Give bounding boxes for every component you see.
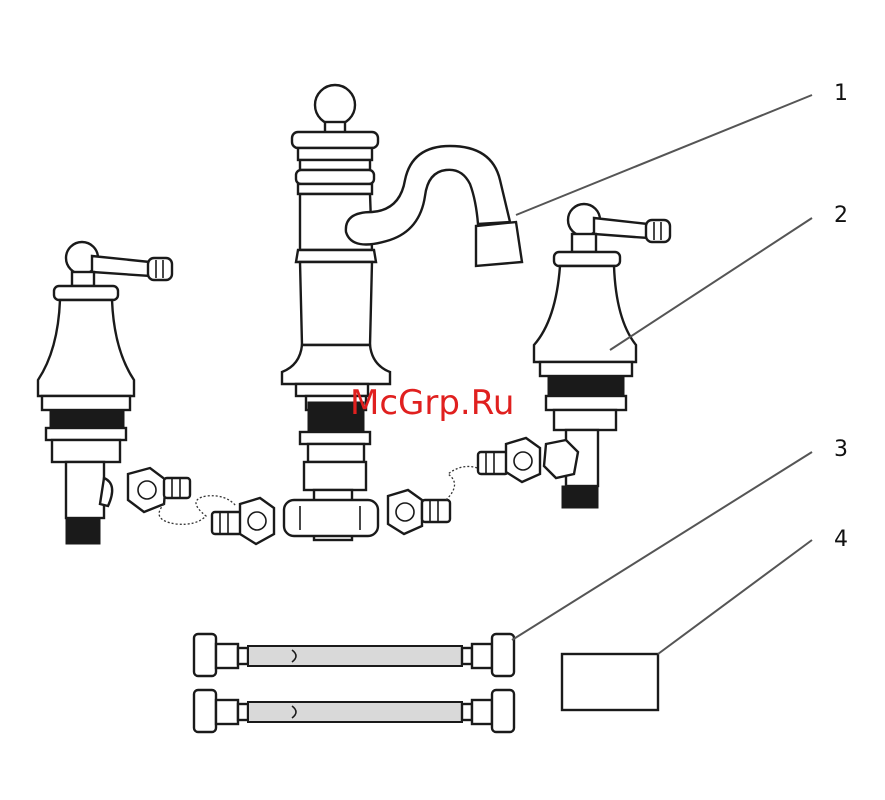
callout-number-4: 4	[834, 527, 848, 552]
left-connectors	[128, 468, 274, 544]
supply-hose-top	[194, 634, 514, 676]
watermark-text: McGrp.Ru	[350, 383, 514, 423]
central-faucet-body	[282, 85, 390, 540]
leader-line-3	[512, 452, 812, 640]
callout-number-2: 2	[834, 203, 848, 228]
callout-number-3: 3	[834, 437, 848, 462]
callout-number-1: 1	[834, 81, 848, 106]
supply-hose-bottom	[194, 690, 514, 732]
leader-line-1	[516, 95, 812, 215]
accessory-box	[562, 654, 658, 710]
right-connectors	[388, 438, 578, 534]
leader-line-4	[658, 540, 812, 654]
